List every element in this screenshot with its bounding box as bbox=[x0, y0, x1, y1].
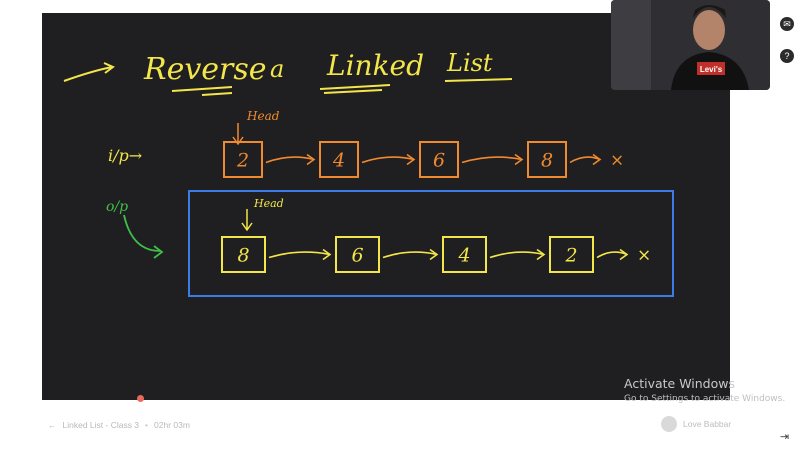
output-node-value-4: 2 bbox=[564, 245, 577, 267]
input-arrowhead-1 bbox=[306, 153, 316, 166]
output-head-arrow bbox=[241, 209, 253, 232]
title-word-3: Linked bbox=[326, 49, 424, 82]
input-null-marker: × bbox=[610, 151, 624, 171]
input-link-arrow-1 bbox=[265, 156, 315, 164]
output-link-arrow-3 bbox=[489, 251, 545, 259]
output-node-2 bbox=[335, 236, 380, 273]
input-arrowhead-2 bbox=[406, 153, 416, 166]
separator-dot: • bbox=[145, 420, 149, 430]
progress-marker[interactable] bbox=[137, 395, 144, 402]
author-avatar bbox=[661, 416, 677, 432]
output-label: o/p bbox=[106, 199, 128, 215]
input-arrowhead-4 bbox=[592, 153, 602, 166]
webcam-shirt-text: Levi's bbox=[700, 65, 723, 74]
output-link-arrow-1 bbox=[268, 251, 331, 259]
windows-activation-watermark: Activate Windows Go to Settings to activ… bbox=[624, 376, 785, 404]
title-arrow bbox=[63, 62, 115, 82]
lesson-title: Linked List - Class 3 bbox=[62, 420, 140, 430]
input-node-1 bbox=[223, 141, 263, 178]
title-underlines bbox=[171, 78, 513, 96]
input-link-arrow-3 bbox=[461, 156, 523, 164]
input-node-4 bbox=[527, 141, 567, 178]
title-word-4: List bbox=[446, 49, 493, 77]
input-head-label: Head bbox=[246, 109, 280, 123]
watermark-title: Activate Windows bbox=[624, 376, 735, 391]
output-arrowhead-3 bbox=[536, 248, 546, 261]
chat-icon[interactable]: ✉ bbox=[780, 17, 794, 31]
output-node-value-2: 6 bbox=[351, 245, 363, 267]
watermark-subtitle: Go to Settings to activate Windows. bbox=[624, 394, 786, 404]
input-head-arrow bbox=[232, 123, 244, 146]
player-bottom-bar: ← Linked List - Class 3 • 02hr 03m Love … bbox=[0, 410, 800, 440]
author-name: Love Babbar bbox=[683, 419, 732, 429]
output-arrowhead-1 bbox=[322, 248, 332, 261]
output-node-4 bbox=[549, 236, 594, 273]
input-node-3 bbox=[419, 141, 459, 178]
output-arrowhead-2 bbox=[429, 248, 439, 261]
input-node-value-3: 6 bbox=[433, 150, 445, 172]
output-link-arrow-4 bbox=[596, 251, 628, 259]
instructor-webcam: Levi's bbox=[611, 0, 770, 90]
webcam-feed: Levi's bbox=[611, 0, 770, 90]
exit-icon[interactable]: ⇥ bbox=[780, 431, 790, 443]
doubt-icon[interactable]: ? bbox=[780, 49, 794, 63]
back-arrow-icon[interactable]: ← bbox=[48, 420, 57, 430]
lesson-duration: 02hr 03m bbox=[154, 420, 190, 430]
input-node-value-2: 4 bbox=[332, 150, 345, 172]
output-node-value-1: 8 bbox=[237, 245, 249, 267]
output-null-marker: × bbox=[637, 246, 651, 266]
output-label-arrow bbox=[123, 214, 164, 259]
output-head-label: Head bbox=[253, 197, 284, 210]
title-word-1: Reverse bbox=[143, 52, 267, 87]
output-node-value-3: 4 bbox=[457, 245, 470, 267]
output-box bbox=[188, 190, 674, 297]
output-node-1 bbox=[221, 236, 266, 273]
input-node-2 bbox=[319, 141, 359, 178]
input-arrowhead-3 bbox=[514, 153, 524, 166]
output-link-arrow-2 bbox=[382, 251, 438, 259]
whiteboard-drawing: Reverse a Linked List i/p→ Head 2 4 6 8 × o/… bbox=[63, 49, 674, 297]
input-link-arrow-2 bbox=[361, 156, 415, 164]
lesson-breadcrumb: ← Linked List - Class 3 • 02hr 03m bbox=[48, 420, 190, 430]
author-info: Love Babbar bbox=[661, 416, 731, 432]
output-arrowhead-4 bbox=[619, 248, 629, 261]
title-word-2: a bbox=[270, 55, 284, 83]
output-list: 8 6 4 2 × bbox=[221, 236, 651, 273]
input-label: i/p→ bbox=[108, 146, 142, 165]
input-list: 2 4 6 8 × bbox=[223, 141, 624, 178]
input-link-arrow-4 bbox=[569, 156, 601, 164]
input-node-value-1: 2 bbox=[236, 150, 249, 172]
output-node-3 bbox=[442, 236, 487, 273]
input-node-value-4: 8 bbox=[541, 150, 553, 172]
